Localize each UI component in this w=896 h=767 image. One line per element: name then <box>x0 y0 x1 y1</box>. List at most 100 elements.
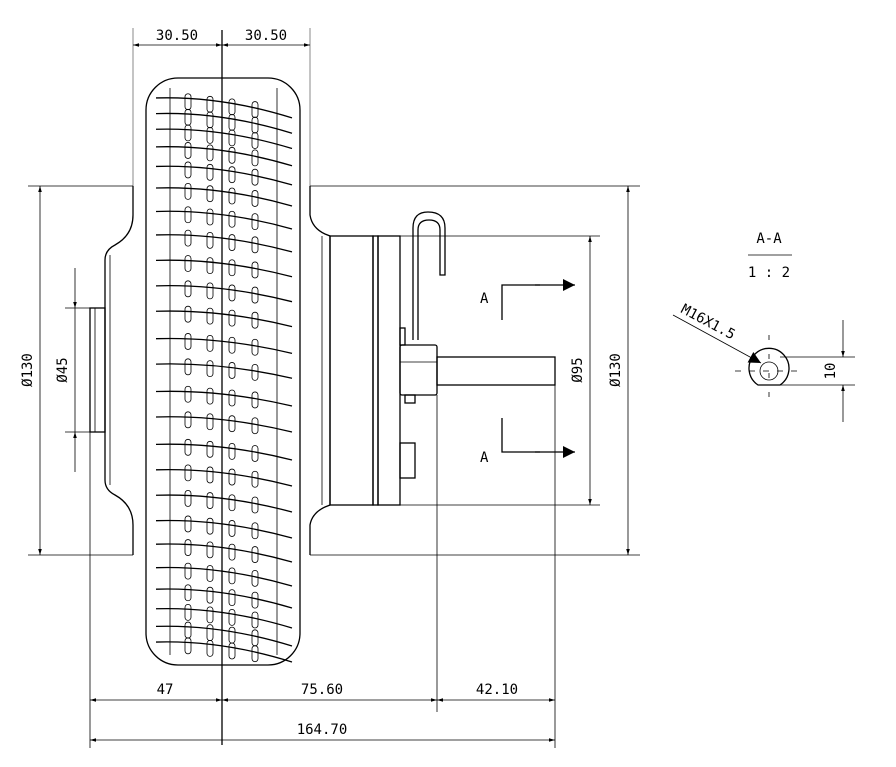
tread-stud <box>206 185 214 203</box>
tread-stud <box>206 517 214 535</box>
tread-stud <box>228 166 236 184</box>
tread-stud <box>251 363 259 381</box>
tread-stud <box>184 93 192 111</box>
tread-stud <box>251 611 259 629</box>
tread-rib <box>155 494 293 513</box>
tread-stud <box>184 333 192 350</box>
tread-stud <box>228 494 236 512</box>
tread-stud <box>184 255 192 272</box>
tread-rib <box>155 165 293 186</box>
tread-stud <box>251 168 259 186</box>
tread-stud <box>228 259 236 277</box>
tread-stud <box>251 116 259 134</box>
tread-stud <box>228 442 236 460</box>
tread-stud <box>251 496 259 514</box>
tread-rib <box>155 337 293 355</box>
tread-stud <box>206 360 214 378</box>
tread-stud <box>206 440 214 458</box>
tread-stud <box>228 113 236 131</box>
tread-stud <box>184 539 192 556</box>
tread-stud <box>251 338 259 356</box>
section-title: A-A <box>756 231 782 247</box>
tread-rib <box>155 543 293 563</box>
tread-stud <box>184 515 192 533</box>
tread-stud <box>228 608 236 626</box>
connector-tab <box>399 327 406 346</box>
dim-bottom-2: 75.60 <box>301 682 343 698</box>
top-dimensions: 30.50 30.50 <box>132 28 311 186</box>
dim-left-outer-dia: Ø130 <box>20 353 36 387</box>
tread-rib <box>155 363 293 379</box>
tread-stud <box>251 311 259 329</box>
tread-stud <box>251 629 259 647</box>
tread-stud <box>228 210 236 228</box>
tread-stud <box>206 492 214 509</box>
tread-pattern <box>155 93 293 663</box>
tread-stud <box>206 387 214 405</box>
tread-stud <box>228 389 236 407</box>
tread-stud <box>184 305 192 323</box>
tread-stud <box>251 591 259 609</box>
tread-stud <box>206 334 214 352</box>
tread-stud <box>228 415 236 433</box>
tread-stud <box>251 101 259 118</box>
tread-stud <box>251 645 259 663</box>
tread-rib <box>155 625 293 647</box>
tread-stud <box>184 161 192 179</box>
tread-stud <box>206 541 214 559</box>
tread-stud <box>206 111 214 129</box>
tread-rib <box>155 390 293 407</box>
tire <box>145 30 301 745</box>
right-dimensions: Ø95 Ø130 <box>310 185 640 556</box>
right-hub-outline <box>309 186 331 555</box>
tread-stud <box>184 206 192 224</box>
tread-rib <box>155 128 293 150</box>
tread-stud <box>206 126 214 144</box>
tread-rib <box>155 187 293 207</box>
section-marker-top: A <box>480 291 489 307</box>
tread-stud <box>206 208 214 226</box>
tread-rib <box>155 210 293 230</box>
tread-stud <box>206 307 214 325</box>
tread-stud <box>251 213 259 231</box>
tread-stud <box>206 586 214 604</box>
tread-stud <box>184 280 192 298</box>
tread-stud <box>251 132 259 149</box>
section-view: A-A 1 : 2 M16X1.5 10 <box>672 231 855 422</box>
tread-stud <box>184 142 192 159</box>
motor-body <box>309 186 556 555</box>
tread-rib <box>155 443 293 461</box>
tread-stud <box>251 261 259 279</box>
tread-stud <box>251 149 259 167</box>
dim-bottom-1: 47 <box>157 682 174 698</box>
tread-rib <box>155 259 293 278</box>
tread-stud <box>228 234 236 251</box>
tread-stud <box>228 642 236 660</box>
tread-stud <box>206 95 214 113</box>
shaft-section <box>748 347 790 386</box>
tread-stud <box>228 567 236 585</box>
tread-stud <box>184 464 192 482</box>
tread-stud <box>184 584 192 602</box>
tread-stud <box>228 543 236 561</box>
connector-tab <box>404 394 416 404</box>
tread-stud <box>206 282 214 300</box>
tread-stud <box>184 385 192 403</box>
tread-stud <box>251 417 259 435</box>
section-markers: A A <box>480 279 575 466</box>
tread-stud <box>251 286 259 304</box>
tread-stud <box>206 624 214 642</box>
tread-stud <box>251 236 259 254</box>
motor-gasket <box>372 235 379 506</box>
tire-outline <box>145 77 301 666</box>
tread-stud <box>184 182 192 200</box>
tread-stud <box>228 589 236 607</box>
cable-hook <box>412 211 446 340</box>
tread-stud <box>228 187 236 205</box>
tread-stud <box>251 190 259 207</box>
tread-stud <box>206 413 214 431</box>
tread-stud <box>206 257 214 275</box>
left-shaft <box>89 307 106 433</box>
section-scale: 1 : 2 <box>748 265 790 281</box>
